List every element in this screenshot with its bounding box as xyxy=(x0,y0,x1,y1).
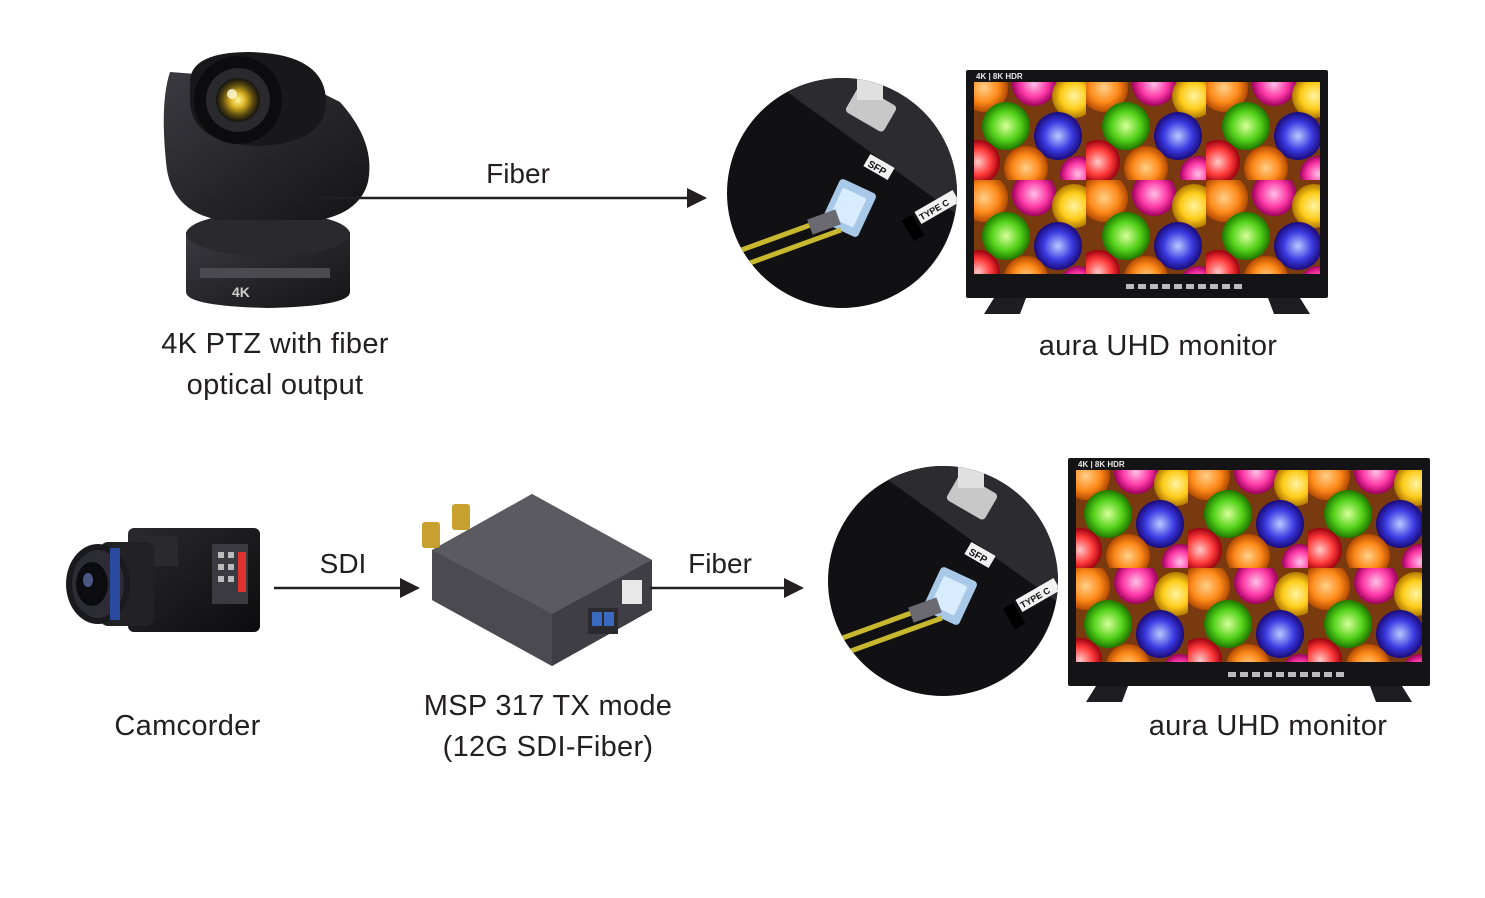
monitor-label-row2: aura UHD monitor xyxy=(1148,710,1388,742)
camcorder-icon xyxy=(62,522,264,638)
fiber-link-label: Fiber xyxy=(486,158,550,189)
fiber-link-arrow xyxy=(320,180,710,216)
converter-label: MSP 317 TX mode (12G SDI-Fiber) xyxy=(392,686,704,768)
fiber-port-closeup-icon-row2: SFP TYPE C xyxy=(826,464,1060,698)
uhd-monitor-icon: 4K | 8K HDR xyxy=(966,70,1328,316)
ptz-camera-icon: 4K xyxy=(150,42,380,314)
monitor-label-row1: aura UHD monitor xyxy=(1038,330,1278,362)
monitor-badge-row2: 4K | 8K HDR xyxy=(1078,460,1125,469)
uhd-monitor-icon-row2: 4K | 8K HDR xyxy=(1068,458,1430,704)
fiber-link-arrow-row2 xyxy=(650,570,806,606)
fiber-link-label-row2: Fiber xyxy=(688,548,752,579)
ptz-camera-label-line1: 4K PTZ with fiber xyxy=(161,328,389,360)
ptz-camera-label-line2: optical output xyxy=(186,369,364,401)
monitor-badge: 4K | 8K HDR xyxy=(976,72,1023,81)
sdi-link-arrow xyxy=(274,570,422,606)
sdi-link-label: SDI xyxy=(319,548,367,579)
svg-text:4K: 4K xyxy=(232,284,250,300)
converter-label-line2: (12G SDI-Fiber) xyxy=(442,731,654,763)
ptz-camera-label: 4K PTZ with fiber optical output xyxy=(110,324,440,406)
fiber-port-closeup-icon: SFP TYPE C xyxy=(725,76,959,310)
converter-box-icon xyxy=(412,490,656,668)
converter-label-line1: MSP 317 TX mode xyxy=(423,690,673,722)
camcorder-label: Camcorder xyxy=(114,710,261,742)
